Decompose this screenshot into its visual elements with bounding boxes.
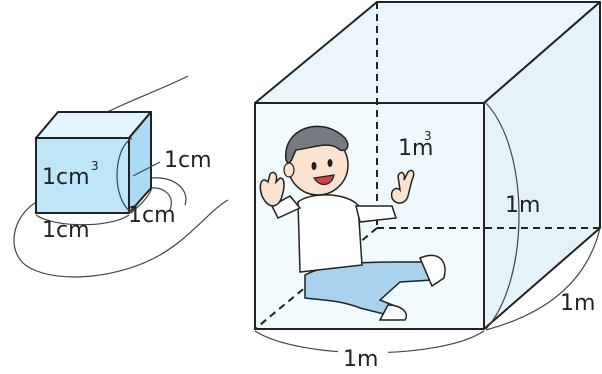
child-sitting-waving-icon	[259, 125, 446, 321]
small-cube-edge-front-label: 1cm	[128, 203, 176, 228]
small-cube: 1cm 3	[35, 111, 152, 214]
large-cube-edge-width-label: 1m	[343, 347, 378, 372]
small-cube-volume-exponent: 3	[91, 159, 99, 173]
small-cube-front	[35, 137, 130, 214]
large-cube-volume-label: 1m	[398, 136, 433, 161]
small-cube-volume-label: 1cm	[42, 165, 90, 190]
large-cube-edge-height-label: 1m	[505, 193, 540, 218]
small-cube-edge-right-label: 1cm	[164, 148, 212, 173]
large-cube-labels: 1m 3 1m 1m 1m	[254, 102, 601, 372]
large-cube-volume-exponent: 3	[424, 129, 432, 143]
small-cube-dimensions: 1cm 1cm 1cm	[35, 137, 212, 243]
small-cube-edge-bottom-label: 1cm	[42, 218, 90, 243]
large-cube-edge-depth-label: 1m	[560, 291, 595, 316]
large-cube	[254, 1, 601, 330]
